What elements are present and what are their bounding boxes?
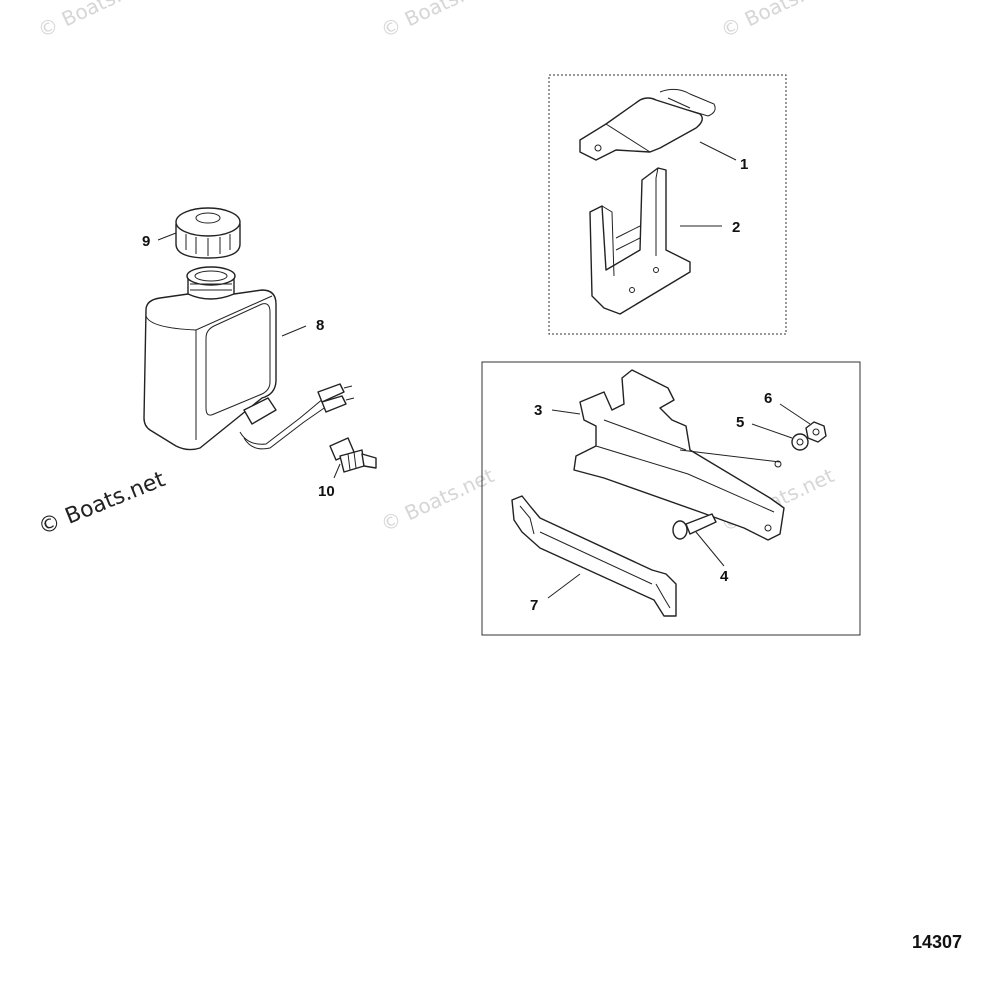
leader-4 xyxy=(695,531,725,567)
washer-part-5 xyxy=(791,433,809,451)
watermark-main: © Boats.net xyxy=(35,467,169,541)
bracket-part-3 xyxy=(573,369,785,541)
cap-part-9 xyxy=(175,207,241,259)
callout-8: 8 xyxy=(316,317,324,334)
leader-8 xyxy=(281,325,307,337)
tank-part-8 xyxy=(143,266,355,451)
fitting-part-10 xyxy=(329,437,377,473)
callout-7: 7 xyxy=(530,597,538,614)
callout-9: 9 xyxy=(142,233,150,250)
figure-number: 14307 xyxy=(912,932,962,952)
leader-7 xyxy=(547,573,581,599)
callout-6: 6 xyxy=(764,390,772,407)
leader-1 xyxy=(699,141,737,161)
watermark-top-right: © Boats.net xyxy=(717,0,838,43)
callout-3: 3 xyxy=(534,402,542,419)
leader-3 xyxy=(551,409,581,415)
callout-2: 2 xyxy=(732,219,740,236)
leader-6 xyxy=(779,403,811,425)
nut-part-6 xyxy=(805,421,827,443)
callout-10: 10 xyxy=(318,483,335,500)
watermark-top-center: © Boats.net xyxy=(377,0,498,43)
leader-5 xyxy=(751,423,793,439)
watermark-group: © Boats.net © Boats.net © Boats.net © Bo… xyxy=(34,0,838,541)
leader-9 xyxy=(157,232,177,241)
leader-10 xyxy=(333,463,341,479)
bracket-box-lower xyxy=(481,361,861,636)
screw-part-4 xyxy=(672,513,717,540)
bracket-part-1 xyxy=(579,88,716,161)
callout-5: 5 xyxy=(736,414,744,431)
strap-part-7 xyxy=(511,495,677,617)
callout-4: 4 xyxy=(720,568,729,585)
watermark-top-left: © Boats.net xyxy=(34,0,155,43)
callout-1: 1 xyxy=(740,156,748,173)
bracket-part-2 xyxy=(589,167,691,315)
watermark-mid-center: © Boats.net xyxy=(377,463,498,536)
